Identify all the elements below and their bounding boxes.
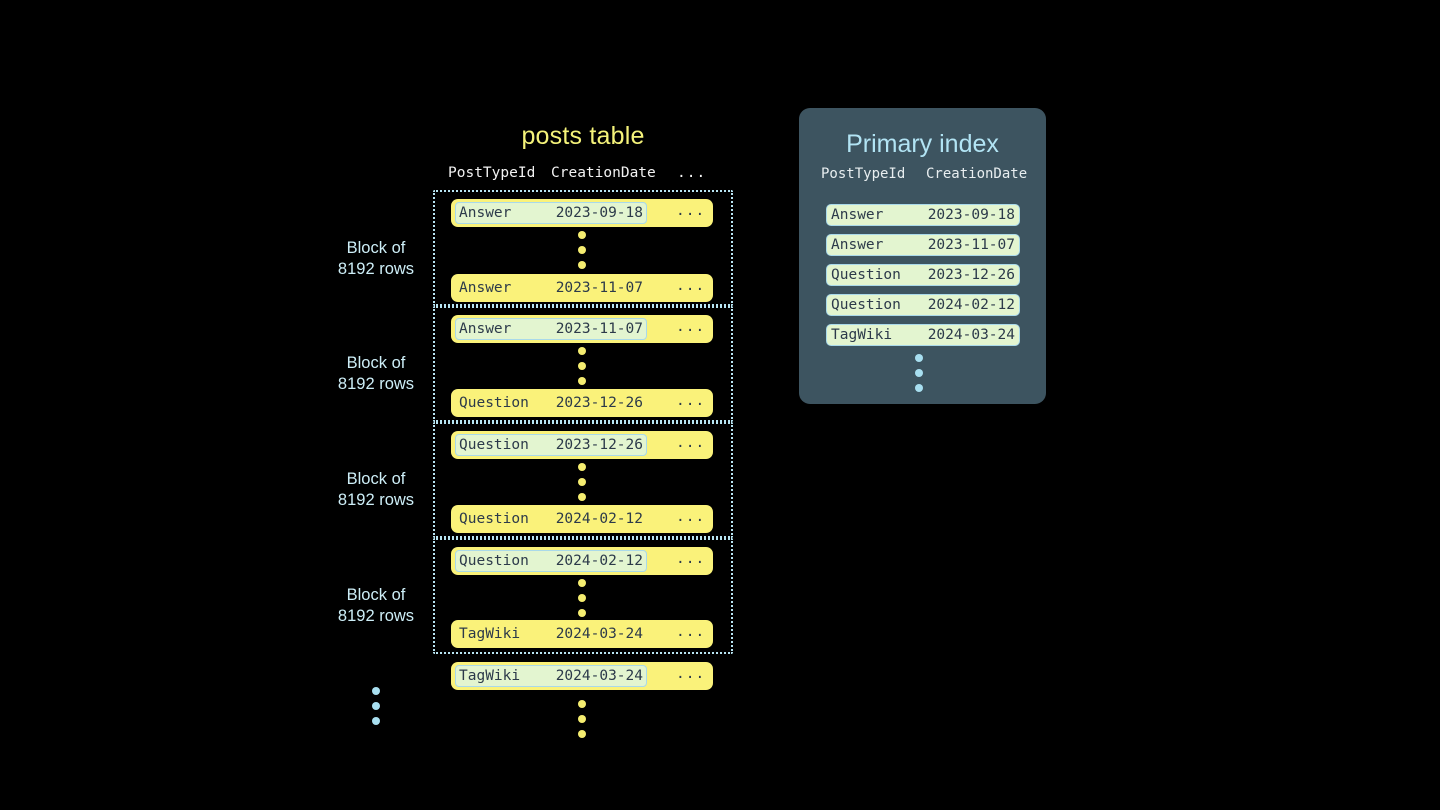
row-cells: Answer 2023-11-07 [455,318,647,340]
block-2-label-line1: Block of [346,354,406,372]
index-cell-creationdate: 2024-02-12 [927,297,1015,313]
column-header-posttypeid: PostTypeId [448,165,536,181]
index-cell-creationdate: 2023-12-26 [927,267,1015,283]
primary-index-panel: Primary index PostTypeId CreationDate An… [799,108,1046,404]
index-continuation-dots [914,354,924,392]
cell-posttypeid: TagWiki [459,626,521,642]
block-4-label-line2: 8192 rows [337,607,415,625]
table-row[interactable]: Question 2024-02-12 ... [451,547,713,575]
table-row[interactable]: Answer 2023-11-07 ... [451,274,713,302]
primary-index-column-headers: PostTypeId CreationDate [799,166,1046,186]
cell-posttypeid: Question [459,511,529,527]
cell-posttypeid: Question [459,553,529,569]
block-1 [433,190,733,306]
index-row[interactable]: Answer 2023-09-18 [826,204,1020,226]
block-4-label: Block of 8192 rows [306,585,446,627]
block-3-label-line2: 8192 rows [337,491,415,509]
table-row[interactable]: Answer 2023-09-18 ... [451,199,713,227]
index-cell-posttypeid: Answer [831,207,884,223]
posts-table-column-headers: PostTypeId CreationDate ... [433,165,733,187]
index-row[interactable]: TagWiki 2024-03-24 [826,324,1020,346]
cell-creationdate: 2023-09-18 [555,205,643,221]
block-1-label-line1: Block of [346,239,406,257]
index-cell-creationdate: 2023-11-07 [927,237,1015,253]
table-row[interactable]: Question 2023-12-26 ... [451,431,713,459]
primary-index-title: Primary index [846,130,999,158]
cell-ellipsis: ... [676,203,706,219]
row-cells: Question 2024-02-12 [455,508,647,530]
blocks-continuation-dots [371,687,381,725]
row-cells: Question 2023-12-26 [455,434,647,456]
cell-ellipsis: ... [676,278,706,294]
index-column-header-posttypeid: PostTypeId [821,166,906,182]
block-3-label: Block of 8192 rows [306,469,446,511]
cell-ellipsis: ... [676,319,706,335]
cell-ellipsis: ... [676,509,706,525]
block-3 [433,422,733,538]
cell-creationdate: 2024-02-12 [555,553,643,569]
block-2 [433,306,733,422]
row-cells: Answer 2023-11-07 [455,277,647,299]
index-row[interactable]: Question 2023-12-26 [826,264,1020,286]
table-row-trailing[interactable]: TagWiki 2024-03-24 ... [451,662,713,690]
column-header-creationdate: CreationDate [551,165,656,181]
row-ellipsis-dots [577,347,587,385]
cell-creationdate: 2024-02-12 [555,511,643,527]
cell-posttypeid: Answer [459,205,512,221]
row-cells: Question 2023-12-26 [455,392,647,414]
table-row[interactable]: Question 2023-12-26 ... [451,389,713,417]
cell-posttypeid: Answer [459,321,512,337]
row-ellipsis-dots [577,231,587,269]
index-cell-posttypeid: Answer [831,237,884,253]
index-cell-creationdate: 2023-09-18 [927,207,1015,223]
block-2-label: Block of 8192 rows [306,353,446,395]
row-ellipsis-dots [577,463,587,501]
cell-creationdate: 2024-03-24 [555,668,643,684]
cell-creationdate: 2023-11-07 [555,321,643,337]
index-cell-posttypeid: Question [831,297,901,313]
index-cell-posttypeid: TagWiki [831,327,893,343]
posts-table-title: posts table [521,122,645,150]
block-1-label-line2: 8192 rows [337,260,415,278]
block-4-label-line1: Block of [346,586,406,604]
table-row[interactable]: Question 2024-02-12 ... [451,505,713,533]
table-row[interactable]: TagWiki 2024-03-24 ... [451,620,713,648]
block-4 [433,538,733,654]
row-cells: Answer 2023-09-18 [455,202,647,224]
row-cells: TagWiki 2024-03-24 [455,665,647,687]
cell-creationdate: 2024-03-24 [555,626,643,642]
block-2-label-line2: 8192 rows [337,375,415,393]
cell-posttypeid: Answer [459,280,512,296]
cell-creationdate: 2023-12-26 [555,395,643,411]
row-cells: TagWiki 2024-03-24 [455,623,647,645]
row-cells: Question 2024-02-12 [455,550,647,572]
block-1-label: Block of 8192 rows [306,238,446,280]
index-column-header-creationdate: CreationDate [926,166,1028,182]
cell-ellipsis: ... [676,393,706,409]
table-continuation-dots [577,700,587,738]
cell-posttypeid: Question [459,437,529,453]
table-row[interactable]: Answer 2023-11-07 ... [451,315,713,343]
index-row[interactable]: Question 2024-02-12 [826,294,1020,316]
index-cell-creationdate: 2024-03-24 [927,327,1015,343]
index-row[interactable]: Answer 2023-11-07 [826,234,1020,256]
cell-posttypeid: Question [459,395,529,411]
cell-creationdate: 2023-11-07 [555,280,643,296]
cell-ellipsis: ... [676,551,706,567]
block-3-label-line1: Block of [346,470,406,488]
cell-posttypeid: TagWiki [459,668,521,684]
row-ellipsis-dots [577,579,587,617]
cell-ellipsis: ... [676,624,706,640]
column-header-ellipsis: ... [677,165,707,181]
cell-ellipsis: ... [676,435,706,451]
cell-ellipsis: ... [676,666,706,682]
index-cell-posttypeid: Question [831,267,901,283]
cell-creationdate: 2023-12-26 [555,437,643,453]
